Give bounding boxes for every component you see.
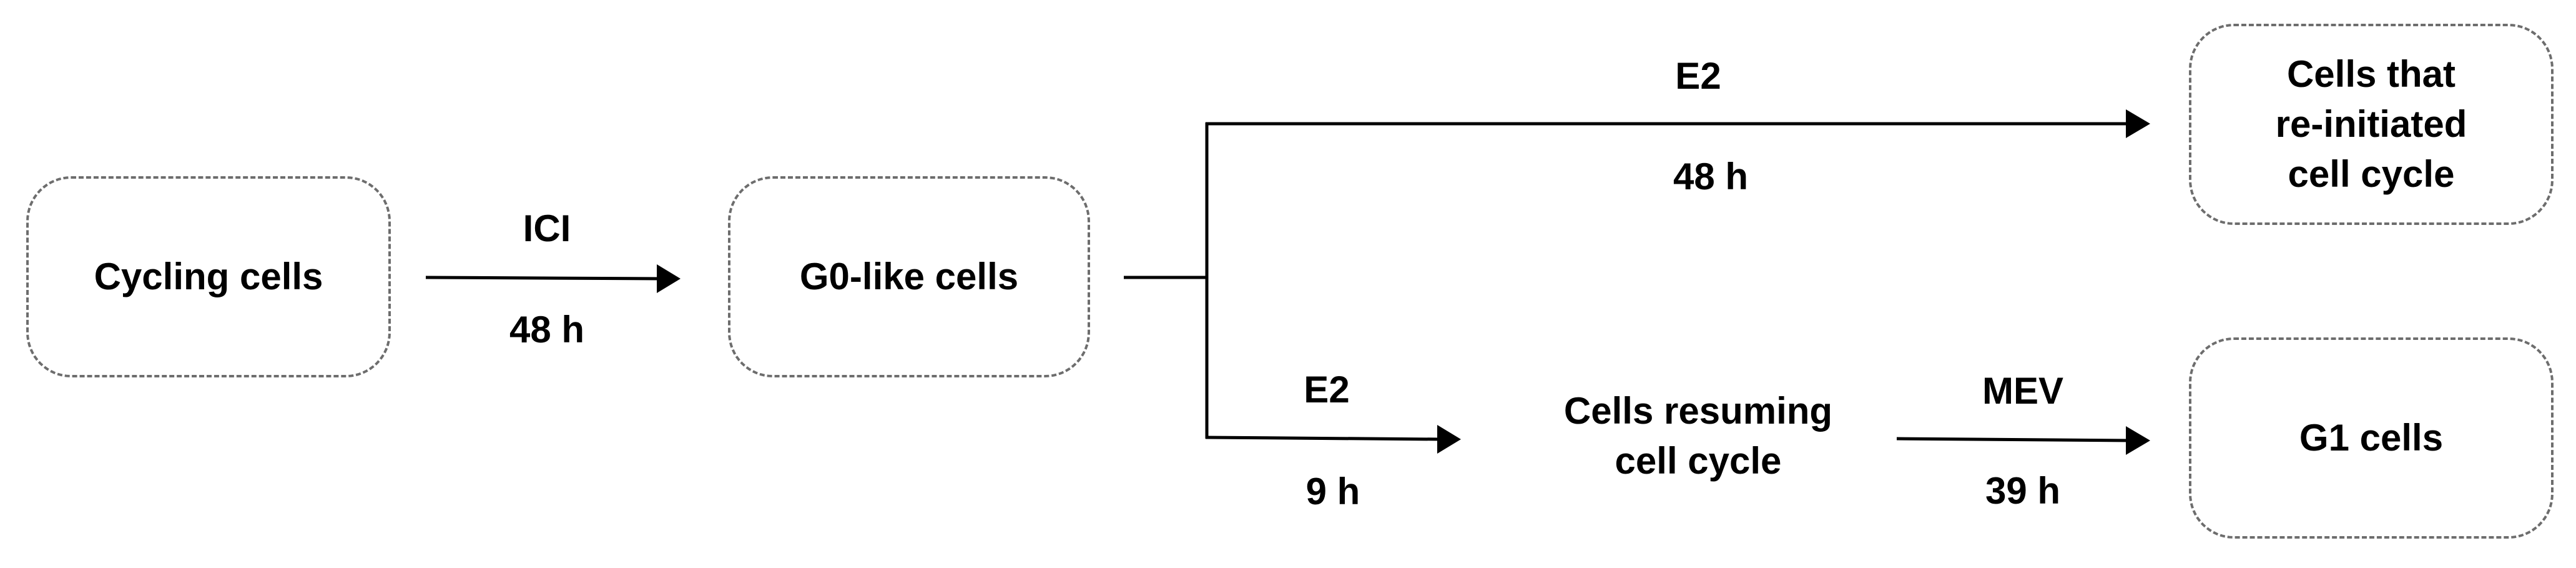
ici-treatment-label: ICI (523, 207, 571, 249)
cycling-cells-node: Cycling cells (26, 176, 391, 377)
e2-short-arrow-line (1205, 436, 1443, 441)
mev-arrow-line (1896, 437, 2131, 442)
g0-like-cells-label: G0-like cells (799, 256, 1019, 297)
mev-duration-label: 39 h (1985, 470, 2061, 512)
e2-short-duration-label: 9 h (1305, 471, 1360, 512)
ici-duration-label: 48 h (509, 309, 585, 351)
reinitiated-cells-label: Cells that re-initiated cell cycle (2275, 53, 2467, 195)
reinitiated-cells-node: Cells that re-initiated cell cycle (2189, 24, 2554, 225)
ici-arrowhead (657, 264, 681, 293)
e2-long-treatment-label: E2 (1675, 55, 1721, 97)
resuming-cells-text: Cells resuming cell cycle (1563, 390, 1833, 482)
e2-long-arrowhead (2126, 109, 2150, 138)
ici-arrow-line (425, 276, 662, 281)
resuming-cells-label: Cells resuming cell cycle (1492, 380, 1904, 492)
mev-arrowhead (2126, 426, 2150, 455)
e2-long-duration-label: 48 h (1673, 156, 1749, 197)
cycling-cells-label: Cycling cells (94, 256, 323, 297)
g1-cells-node: G1 cells (2189, 337, 2554, 539)
g0-like-cells-node: G0-like cells (728, 176, 1090, 377)
e2-short-arrowhead (1437, 425, 1461, 454)
e2-short-treatment-label: E2 (1304, 369, 1350, 411)
mev-treatment-label: MEV (1982, 370, 2064, 412)
g1-cells-label: G1 cells (2299, 417, 2444, 459)
